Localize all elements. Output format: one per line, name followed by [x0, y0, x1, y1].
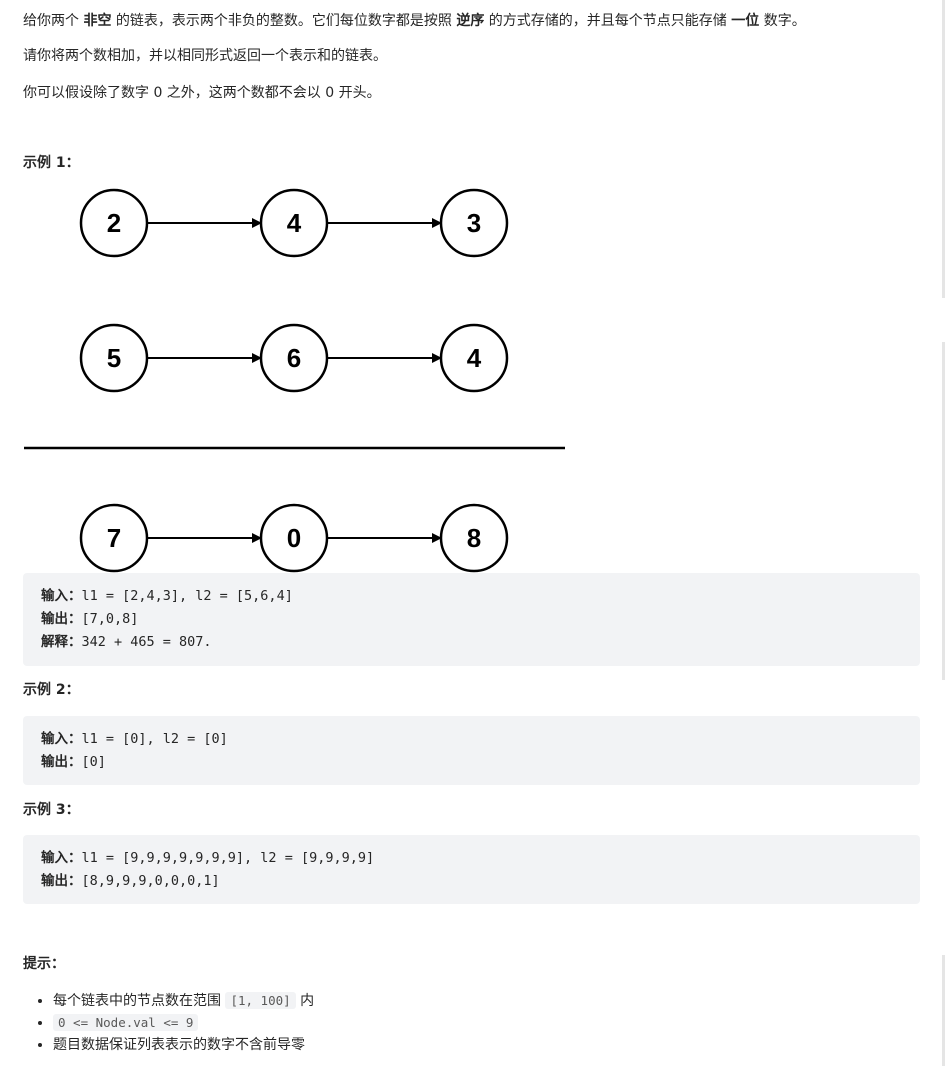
tips-title: 提示：: [23, 956, 65, 972]
body-text: 的方式存储的，并且每个节点只能存储: [484, 13, 732, 29]
list-node-value: 8: [467, 523, 481, 553]
tips-list: 每个链表中的节点数在范围 [1, 100] 内 0 <= Node.val <= …: [45, 990, 314, 1056]
emphasis-text: 一位: [731, 13, 760, 29]
tip-item: 每个链表中的节点数在范围 [1, 100] 内: [53, 990, 314, 1012]
list-node-circle: [439, 188, 509, 258]
list-node-value: 2: [107, 208, 121, 238]
tip-text: 题目数据保证列表表示的数字不含前导零: [53, 1037, 305, 1053]
emphasis-text: 逆序: [456, 13, 485, 29]
list-node-value: 3: [467, 208, 481, 238]
list-node-circle: [439, 503, 509, 573]
example-2-output-line: 输出：[0]: [41, 754, 106, 770]
body-text: 数字。: [759, 13, 806, 29]
tip-text: 每个链表中的节点数在范围: [53, 993, 226, 1009]
inline-code: 0 <= Node.val <= 9: [53, 1014, 199, 1031]
list-node-circle: [79, 188, 149, 258]
example-1-explain-line: 解释：342 + 465 = 807.: [41, 634, 212, 650]
list-node-value: 6: [287, 343, 301, 373]
example-3-input-line: 输入：l1 = [9,9,9,9,9,9,9], l2 = [9,9,9,9]: [41, 850, 375, 866]
example-2-code-box: 输入：l1 = [0], l2 = [0] 输出：[0]: [23, 716, 920, 785]
example-2-input-line: 输入：l1 = [0], l2 = [0]: [41, 731, 228, 747]
example-1-code-box: 输入：l1 = [2,4,3], l2 = [5,6,4] 输出：[7,0,8]…: [23, 573, 920, 666]
linked-list-diagram: 2 4 3 5 6 4 7 0 8: [24, 188, 565, 573]
intro-paragraph-1: 给你两个 非空 的链表，表示两个非负的整数。它们每位数字都是按照 逆序 的方式存…: [23, 11, 923, 31]
list-node-value: 4: [467, 343, 482, 373]
example-3-code-box: 输入：l1 = [9,9,9,9,9,9,9], l2 = [9,9,9,9] …: [23, 835, 920, 904]
list-node-circle: [259, 503, 329, 573]
tip-text: 内: [295, 993, 315, 1009]
inline-code: [1, 100]: [225, 992, 296, 1009]
list-node-value: 7: [107, 523, 121, 553]
list-node-value: 0: [287, 523, 301, 553]
list-node-circle: [259, 323, 329, 393]
body-text: 给你两个: [23, 13, 84, 29]
intro-paragraph-3: 你可以假设除了数字 0 之外，这两个数都不会以 0 开头。: [23, 85, 381, 101]
list-node-circle: [79, 503, 149, 573]
emphasis-text: 非空: [83, 13, 112, 29]
example-1-title: 示例 1：: [23, 155, 80, 171]
list-node-circle: [439, 323, 509, 393]
example-1-output-line: 输出：[7,0,8]: [41, 611, 139, 627]
body-text: 的链表，表示两个非负的整数。它们每位数字都是按照: [111, 13, 457, 29]
tip-item: 0 <= Node.val <= 9: [53, 1012, 314, 1034]
list-node-value: 5: [107, 343, 121, 373]
scrollbar-track-upper[interactable]: [942, 0, 945, 298]
example-2-title: 示例 2：: [23, 682, 80, 698]
list-node-circle: [79, 323, 149, 393]
tip-item: 题目数据保证列表表示的数字不含前导零: [53, 1034, 314, 1056]
example-3-output-line: 输出：[8,9,9,9,0,0,0,1]: [41, 873, 220, 889]
scrollbar-track-lower[interactable]: [942, 955, 945, 1066]
scrollbar-track-middle[interactable]: [942, 342, 945, 680]
example-1-input-line: 输入：l1 = [2,4,3], l2 = [5,6,4]: [41, 588, 293, 604]
intro-paragraph-2: 请你将两个数相加，并以相同形式返回一个表示和的链表。: [23, 48, 387, 64]
list-node-circle: [259, 188, 329, 258]
example-3-title: 示例 3：: [23, 802, 80, 818]
list-node-value: 4: [287, 208, 302, 238]
